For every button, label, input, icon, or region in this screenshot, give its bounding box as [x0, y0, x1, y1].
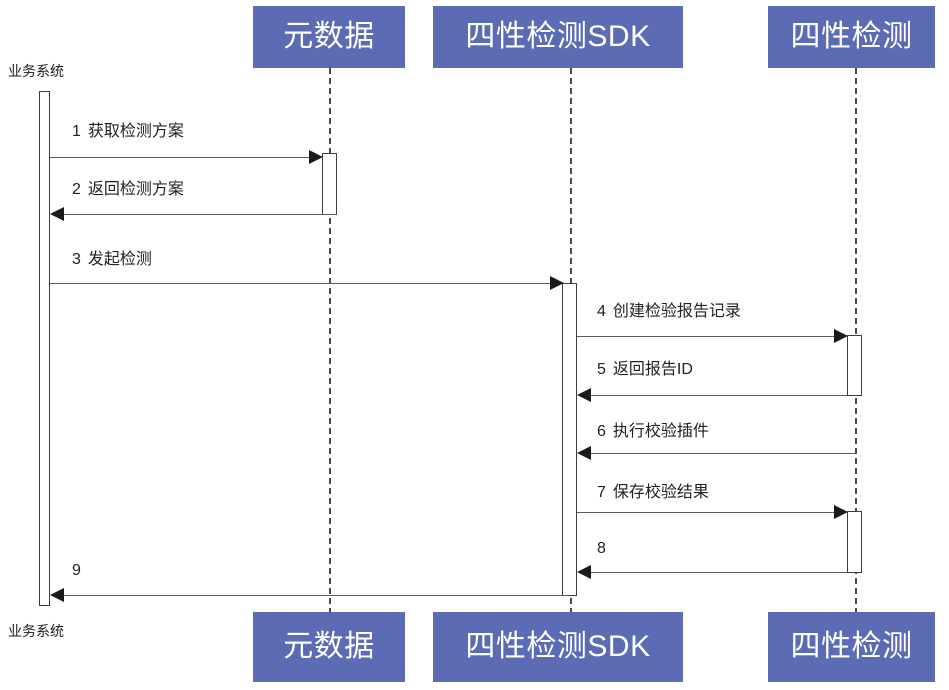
message-line-5 [591, 395, 847, 396]
message-line-2 [64, 214, 337, 215]
message-text-7: 保存校验结果 [612, 484, 709, 501]
message-seq-2: 2 [72, 181, 81, 198]
message-text-5: 返回报告ID [612, 361, 693, 378]
lifeline-metadata [329, 68, 331, 614]
participant-footer-inspection[interactable]: 四性检测 [768, 612, 935, 682]
message-seq-6: 6 [597, 423, 606, 440]
message-seq-1: 1 [72, 123, 81, 140]
activation-bar-business-system [39, 91, 50, 606]
message-seq-5: 5 [597, 361, 606, 378]
message-line-9 [64, 595, 569, 596]
message-arrowhead-4 [834, 329, 848, 343]
message-line-6 [591, 453, 855, 454]
message-line-3 [50, 283, 553, 284]
message-text-4: 创建检验报告记录 [612, 303, 741, 320]
participant-header-business-system: 业务系统 [8, 63, 64, 79]
message-text-3: 发起检测 [87, 251, 152, 268]
message-line-7 [577, 512, 837, 513]
message-line-8 [591, 572, 847, 573]
message-label-7: 7 保存校验结果 [597, 485, 709, 501]
message-arrowhead-8 [577, 565, 591, 579]
message-seq-9: 9 [72, 562, 81, 579]
message-label-9: 9 [72, 563, 88, 579]
message-arrowhead-7 [834, 505, 848, 519]
message-label-4: 4 创建检验报告记录 [597, 304, 741, 320]
message-seq-8: 8 [597, 540, 606, 557]
message-arrowhead-5 [577, 388, 591, 402]
message-line-4 [577, 336, 837, 337]
message-label-8: 8 [597, 541, 613, 557]
message-text-2: 返回检测方案 [87, 181, 184, 198]
message-seq-7: 7 [597, 484, 606, 501]
message-seq-4: 4 [597, 303, 606, 320]
message-label-6: 6 执行校验插件 [597, 424, 709, 440]
message-arrowhead-6 [577, 446, 591, 460]
participant-header-inspection[interactable]: 四性检测 [768, 6, 935, 68]
participant-header-metadata[interactable]: 元数据 [253, 6, 405, 68]
message-label-1: 1 获取检测方案 [72, 124, 184, 140]
message-label-2: 2 返回检测方案 [72, 182, 184, 198]
message-text-6: 执行校验插件 [612, 423, 709, 440]
message-text-1: 获取检测方案 [87, 123, 184, 140]
participant-footer-business-system: 业务系统 [8, 623, 64, 639]
message-line-1 [50, 157, 312, 158]
message-seq-3: 3 [72, 251, 81, 268]
participant-footer-sdk[interactable]: 四性检测SDK [433, 612, 683, 682]
activation-bar-inspection-2 [847, 511, 862, 573]
participant-footer-metadata[interactable]: 元数据 [253, 612, 405, 682]
activation-bar-sdk [562, 283, 577, 596]
message-arrowhead-2 [50, 207, 64, 221]
activation-bar-inspection-1 [847, 335, 862, 396]
message-label-5: 5 返回报告ID [597, 362, 693, 378]
activation-bar-metadata [322, 153, 337, 215]
message-arrowhead-1 [309, 150, 323, 164]
message-arrowhead-3 [550, 276, 564, 290]
message-label-3: 3 发起检测 [72, 252, 152, 268]
participant-header-sdk[interactable]: 四性检测SDK [433, 6, 683, 68]
message-arrowhead-9 [50, 588, 64, 602]
